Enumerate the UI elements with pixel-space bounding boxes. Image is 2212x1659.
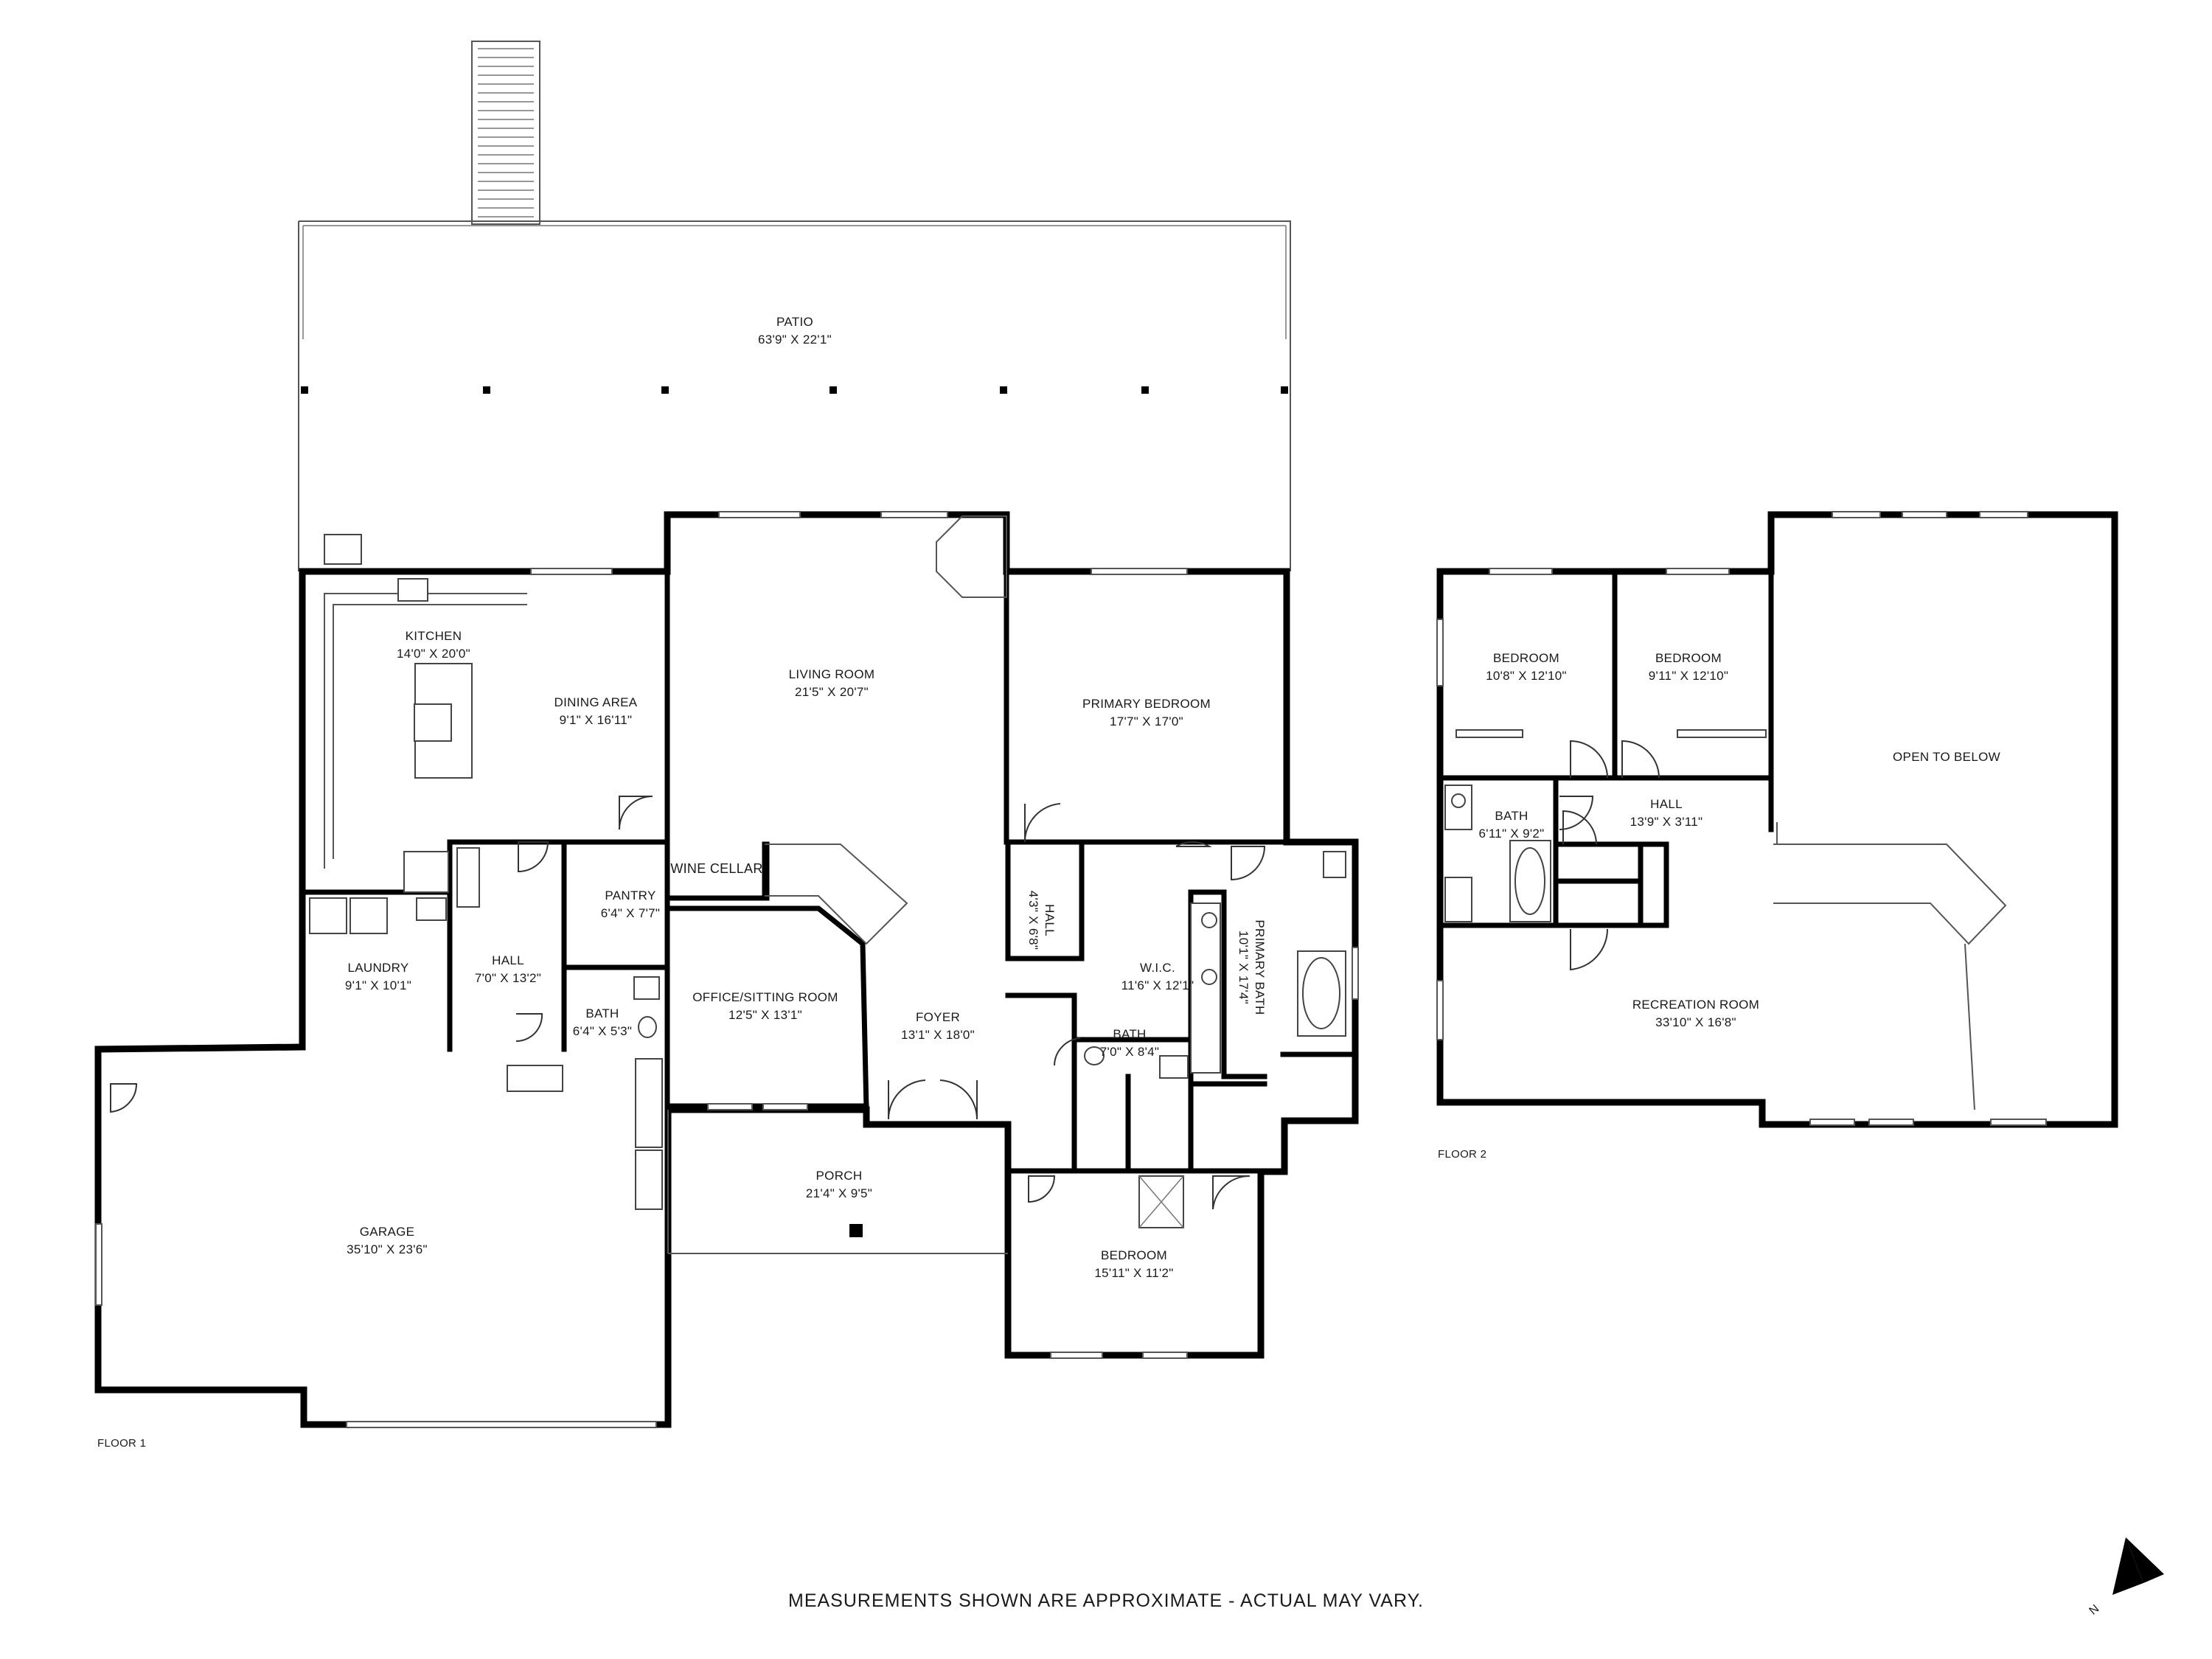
laundry-fixtures [309,847,663,1210]
exterior-stairs [471,41,540,225]
office-name: OFFICE/SITTING ROOM [692,990,838,1004]
wic-dims: 11'6" X 12'1" [1121,978,1194,992]
open-to-below-label: OPEN TO BELOW [1893,750,2000,764]
f2-hall-name: HALL [1650,797,1683,811]
hall-small-name: HALL [1043,904,1057,936]
hall-small-dims: 4'3" X 6'8" [1026,891,1040,950]
bath-dims: 7'0" X 8'4" [1100,1045,1159,1059]
f2-bedroom-b-name: BEDROOM [1655,651,1722,665]
bath-name: BATH [1113,1027,1146,1041]
floor2-fixtures [1444,729,1767,971]
living-dims: 21'5" X 20'7" [795,685,869,699]
windows-floor2 [1436,511,2047,1126]
dining-name: DINING AREA [554,695,638,709]
interior-stairs [765,515,1007,945]
patio-dims: 63'9" X 22'1" [758,333,832,347]
primary-bedroom-dims: 17'7" X 17'0" [1110,714,1183,728]
living-name: LIVING ROOM [789,667,875,681]
garage-dims: 35'10" X 23'6" [347,1242,428,1256]
floor2-stairs [1773,822,2007,1110]
hall-dims: 7'0" X 13'2" [475,971,541,985]
kitchen-name: KITCHEN [406,629,462,643]
foyer-name: FOYER [916,1010,960,1024]
foyer-dims: 13'1" X 18'0" [901,1028,975,1042]
floor-labels: FLOOR 1 FLOOR 2 [97,1148,1486,1450]
office-dims: 12'5" X 13'1" [728,1008,802,1022]
patio-name: PATIO [776,315,813,329]
north-arrow-icon: N [2083,1530,2171,1633]
primary-bath-name: PRIMARY BATH [1253,919,1267,1015]
floor1-label: FLOOR 1 [97,1437,146,1450]
room-labels: PATIO 63'9" X 22'1" KITCHEN 14'0" X 20'0… [345,315,2000,1280]
measurement-disclaimer: MEASUREMENTS SHOWN ARE APPROXIMATE - ACT… [788,1590,1424,1611]
laundry-dims: 9'1" X 10'1" [345,978,411,992]
porch-name: PORCH [816,1169,863,1183]
garage-name: GARAGE [360,1225,415,1239]
recreation-dims: 33'10" X 16'8" [1655,1015,1736,1029]
laundry-name: LAUNDRY [347,961,408,975]
pantry-name: PANTRY [605,888,655,902]
porch-dims: 21'4" X 9'5" [806,1186,872,1200]
f2-bedroom-a-dims: 10'8" X 12'10" [1486,669,1567,683]
f2-bedroom-a-name: BEDROOM [1493,651,1559,665]
primary-bedroom-name: PRIMARY BEDROOM [1082,697,1211,711]
recreation-name: RECREATION ROOM [1632,998,1759,1012]
pantry-dims: 6'4" X 7'7" [601,906,660,920]
kitchen-fixtures [324,534,527,893]
primary-bath-dims: 10'1" X 17'4" [1237,931,1251,1004]
f2-bath-name: BATH [1495,809,1528,823]
floor2-walls [1436,511,2118,1128]
wine-cellar-name: WINE CELLAR [670,861,762,876]
bedroom-dims: 15'11" X 11'2" [1094,1266,1173,1280]
primary-bath-fixtures [1084,851,1346,1228]
bedroom-name: BEDROOM [1101,1248,1167,1262]
floor2-label: FLOOR 2 [1438,1148,1486,1161]
doors-floor1 [110,796,1266,1210]
f2-bath-dims: 6'11" X 9'2" [1479,827,1545,841]
dining-dims: 9'1" X 16'11" [560,713,633,727]
windows-floor1 [95,511,1359,1428]
bath-small-dims: 6'4" X 5'3" [573,1024,632,1038]
patio-area [298,220,1291,571]
hall-name: HALL [492,953,524,967]
porch-outline [667,1110,1008,1254]
wic-name: W.I.C. [1140,961,1175,975]
bath-small-name: BATH [585,1006,619,1020]
kitchen-dims: 14'0" X 20'0" [397,647,470,661]
f2-hall-dims: 13'9" X 3'11" [1630,815,1703,829]
f2-bedroom-b-dims: 9'11" X 12'10" [1649,669,1728,683]
